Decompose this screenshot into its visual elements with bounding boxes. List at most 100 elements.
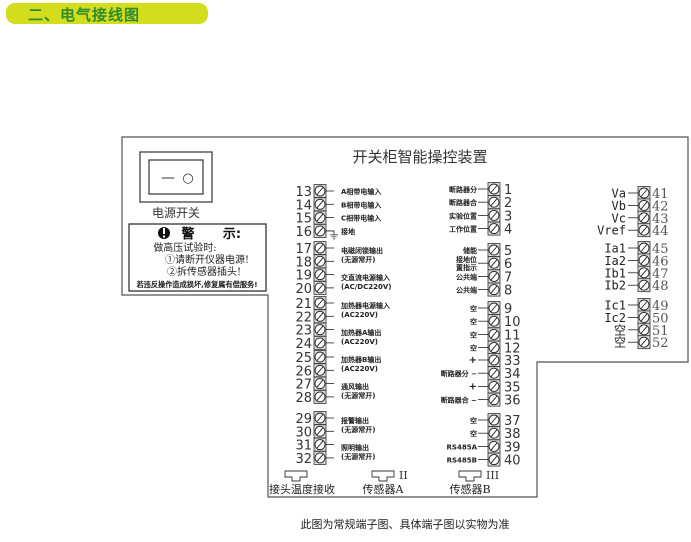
terminal-number: 38 (504, 427, 521, 442)
terminal-label: + (469, 381, 477, 392)
terminal-label: (AC220V) (341, 311, 378, 319)
terminal-18[interactable]: 18 (295, 254, 334, 270)
power-switch[interactable]: — ○ (139, 151, 213, 203)
terminal-label: C相带电输入 (341, 214, 381, 223)
terminal-8[interactable]: 8 (478, 282, 512, 299)
terminal-22[interactable]: 22 (295, 309, 334, 326)
terminal-number: 16 (295, 225, 312, 240)
terminal-14[interactable]: 14 (295, 197, 334, 214)
terminal-label: Vref (597, 224, 626, 238)
terminal-label: Ib2 (604, 279, 626, 293)
terminal-6[interactable]: 6 (478, 256, 512, 273)
connector-roman: III (486, 469, 499, 482)
terminal-label: Ia1 (604, 242, 626, 256)
terminal-29[interactable]: 29 (295, 411, 334, 428)
terminal-label: 工作位置 (449, 225, 477, 234)
terminal-9[interactable]: 9 (478, 301, 512, 318)
terminal-28[interactable]: 28 (295, 389, 334, 406)
terminal-32[interactable]: 32 (295, 450, 334, 467)
terminal-44[interactable]: 44 Vref (597, 223, 669, 240)
warning-heading-b: 示: (223, 227, 241, 242)
terminal-number: 50 (652, 311, 669, 326)
terminal-number: 24 (295, 337, 312, 352)
warning-line-3: ②拆传感器插头! (167, 265, 241, 278)
terminal-label: Ic2 (604, 311, 626, 325)
terminal-33[interactable]: 33 (478, 353, 521, 370)
terminal-20[interactable]: 20 (295, 280, 334, 297)
terminal-number: 4 (504, 223, 512, 238)
terminal-10[interactable]: 10 (478, 314, 521, 331)
terminal-number: 17 (295, 242, 312, 257)
terminal-23[interactable]: 23 (295, 322, 334, 339)
terminal-4[interactable]: 4 (478, 221, 512, 238)
terminal-number: 45 (652, 242, 669, 257)
terminal-1[interactable]: 1 (478, 182, 512, 199)
terminal-39[interactable]: 39 (478, 439, 521, 456)
terminal-25[interactable]: 25 (295, 350, 334, 367)
connector-icon (371, 470, 395, 482)
terminal-35[interactable]: 35 (478, 379, 521, 396)
terminal-label: Ib1 (604, 266, 626, 280)
terminal-2[interactable]: 2 (478, 195, 512, 212)
terminal-label: 储能 (462, 246, 477, 255)
warning-heading-a: 警 (181, 226, 194, 242)
terminal-label: 公共端 (456, 272, 477, 281)
terminal-number: 1 (504, 183, 512, 198)
terminal-label: RS485B (447, 457, 477, 465)
connector-roman: II (399, 469, 408, 482)
terminal-label: 通风输出 (341, 382, 369, 391)
terminal-label: (无源常开) (341, 425, 375, 434)
terminal-38[interactable]: 38 (478, 426, 521, 443)
terminal-3[interactable]: 3 (478, 208, 512, 225)
terminal-13[interactable]: 13 (295, 184, 334, 201)
warning-line-4: 若违反操作造成损坏,修复属有偿服务! (136, 280, 257, 289)
terminal-number: 41 (652, 187, 669, 202)
terminal-51[interactable]: 51空 (614, 322, 669, 339)
terminal-label: 空 (470, 304, 477, 313)
terminal-5[interactable]: 5 (478, 243, 512, 260)
terminal-number: 36 (504, 394, 521, 409)
terminal-50[interactable]: 50 Ic2 (604, 310, 669, 327)
terminal-37[interactable]: 37 (478, 413, 521, 430)
terminal-number: 18 (295, 255, 312, 270)
terminal-36[interactable]: 36 (478, 392, 521, 409)
terminal-45[interactable]: 45 Ia1 (604, 241, 669, 258)
terminal-number: 44 (652, 224, 669, 239)
terminal-label: 接地 (341, 227, 355, 236)
terminal-34[interactable]: 34 (478, 366, 521, 383)
terminal-number: 15 (295, 212, 312, 227)
terminal-27[interactable]: 27 (295, 376, 334, 393)
terminal-21[interactable]: 21 (295, 296, 334, 313)
terminal-40[interactable]: 40 (478, 452, 521, 469)
terminal-label: (无源常开) (341, 391, 375, 400)
terminal-17[interactable]: 17 (295, 241, 334, 258)
terminal-label: (AC/DC220V) (341, 283, 392, 291)
terminal-label: 报警输出 (341, 416, 369, 425)
terminal-16[interactable]: 16 (295, 223, 334, 240)
terminal-30[interactable]: 30 (295, 424, 334, 441)
terminal-number: 22 (295, 310, 312, 325)
terminal-label: 电磁闭锁输出 (341, 246, 383, 255)
terminal-19[interactable]: 19 (295, 267, 334, 284)
terminal-12[interactable]: 12 (478, 340, 521, 357)
sensor-connector-0[interactable]: 接头温度接收 (269, 470, 335, 496)
terminal-number: 37 (504, 414, 521, 429)
terminal-number: 30 (295, 425, 312, 440)
terminal-52[interactable]: 52空 (614, 335, 669, 352)
terminal-number: 31 (295, 439, 312, 454)
terminal-number: 5 (504, 244, 512, 259)
terminal-label: A相带电输入 (341, 187, 381, 196)
terminal-24[interactable]: 24 (295, 335, 334, 352)
terminal-26[interactable]: 26 (295, 363, 334, 380)
terminal-31[interactable]: 31 (295, 437, 334, 454)
